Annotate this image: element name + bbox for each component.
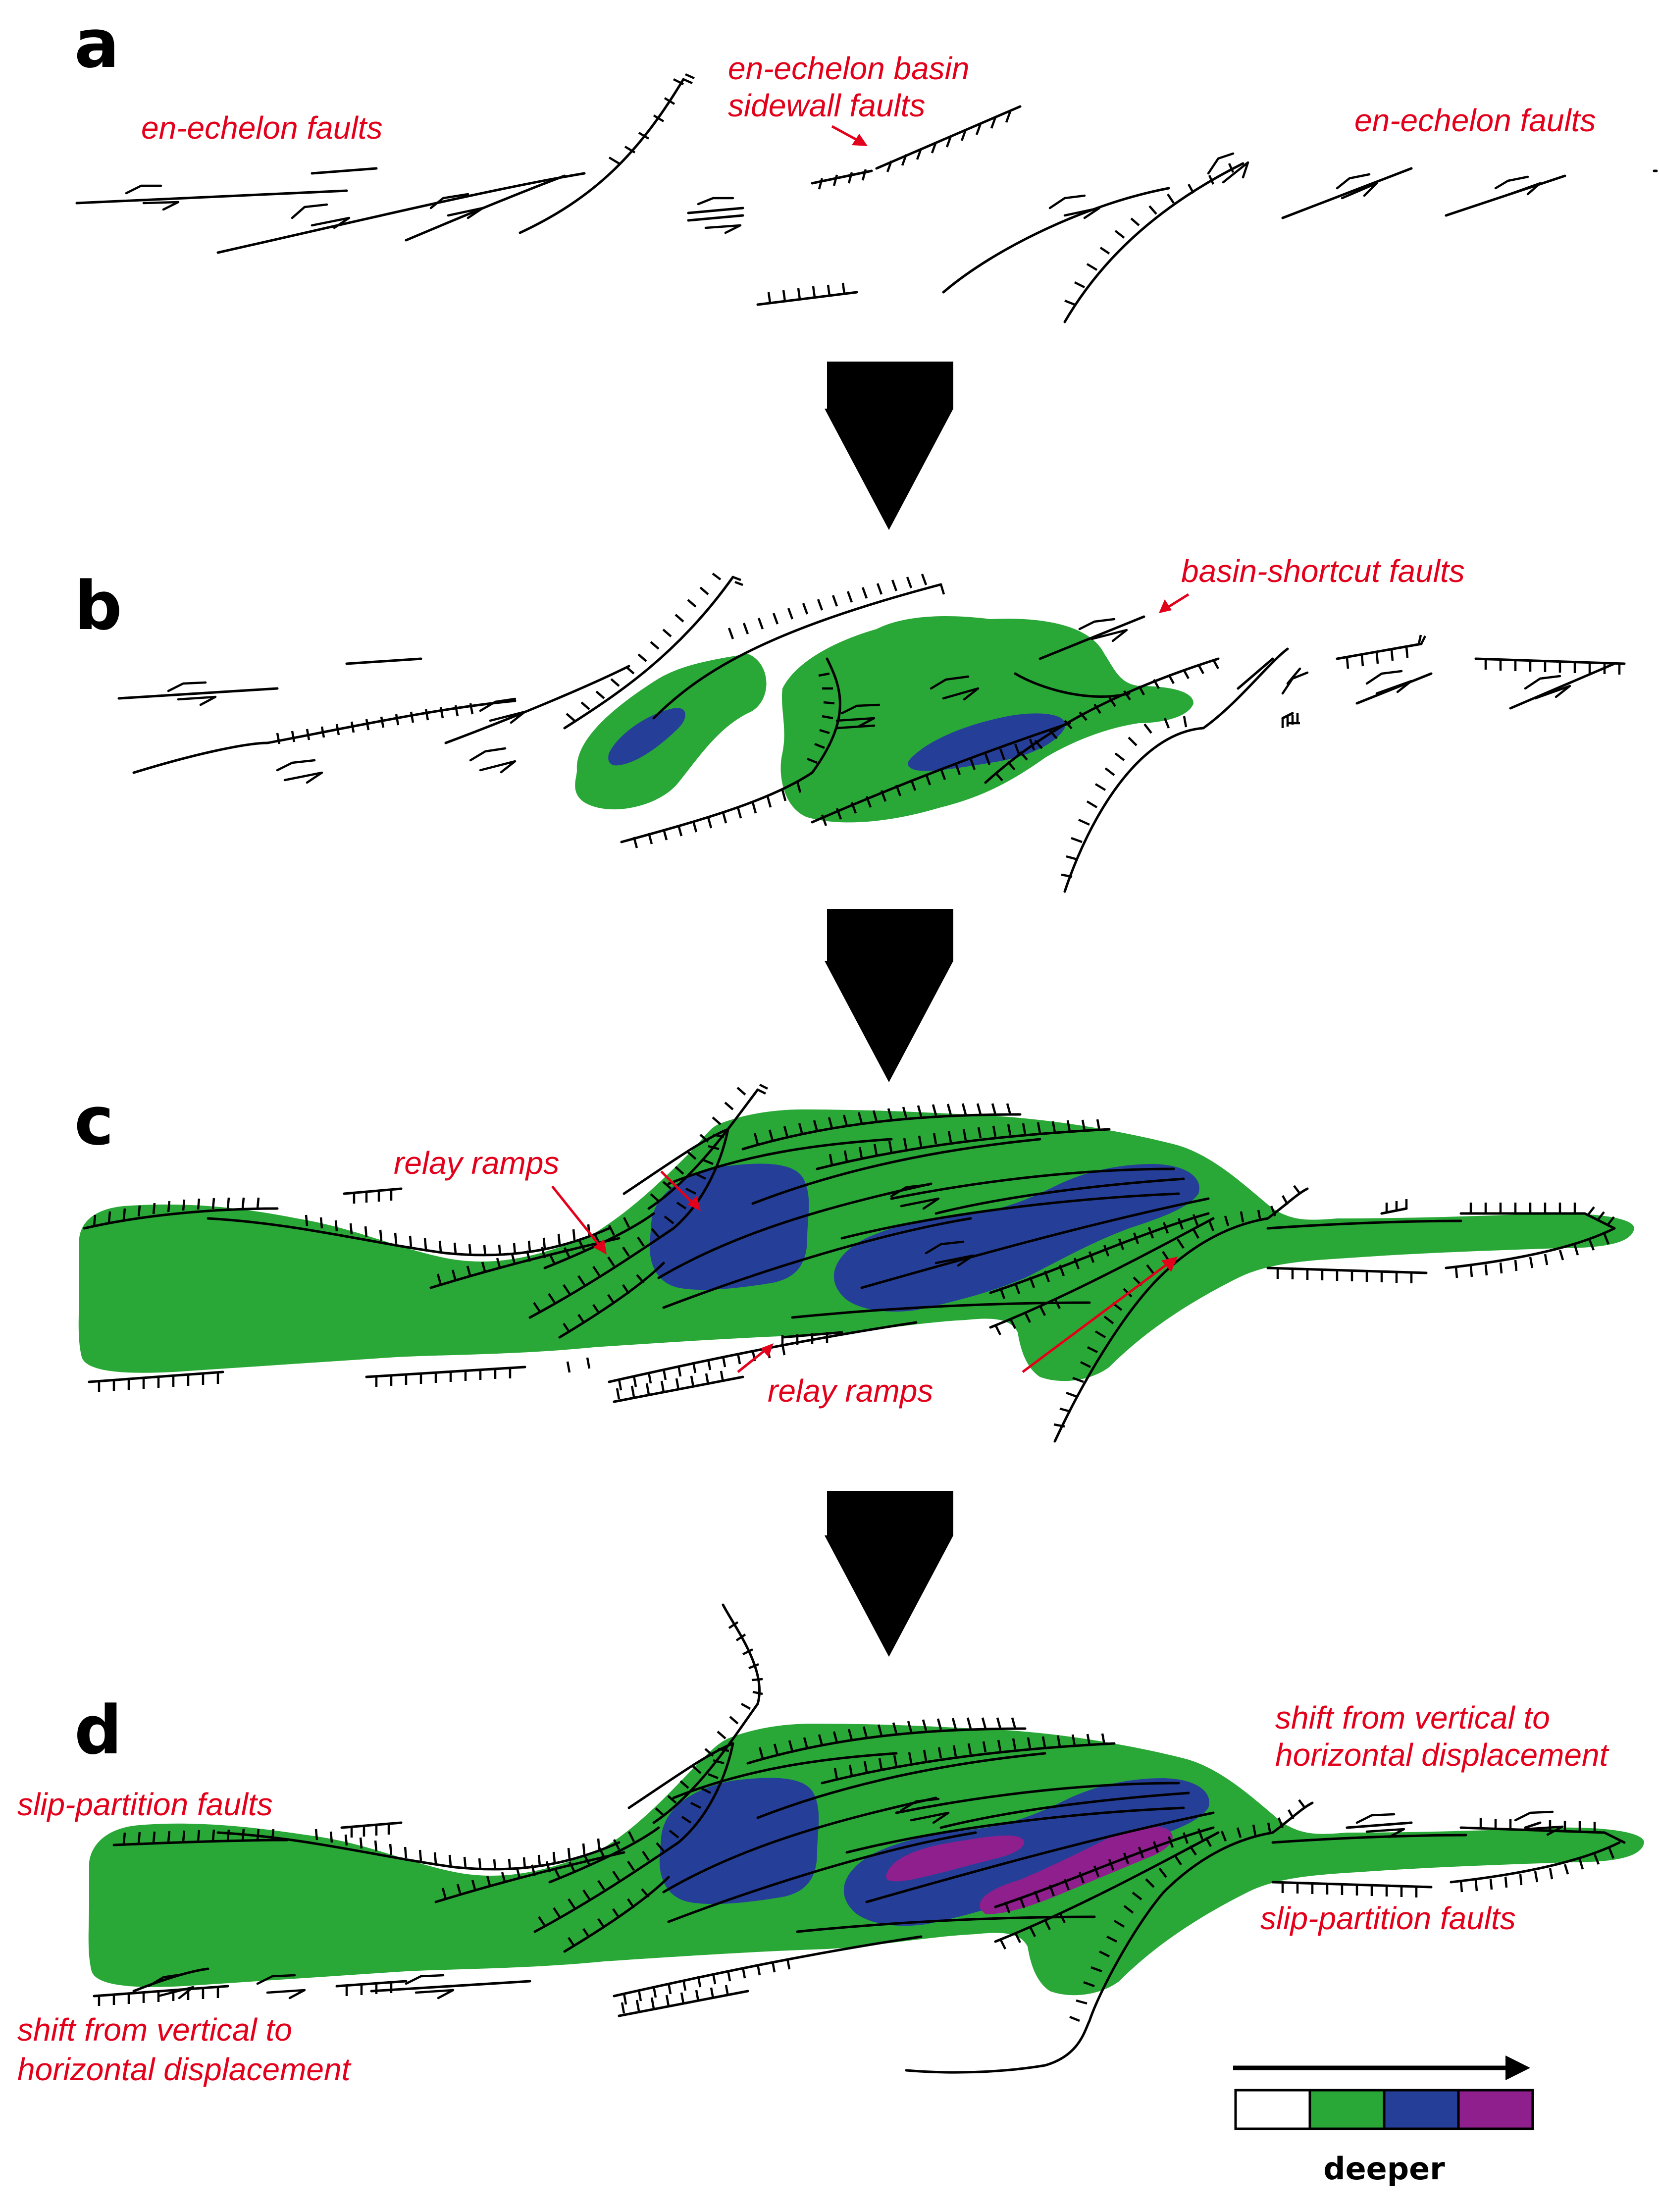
label-en-echelon-faults-right: en-echelon faults xyxy=(1354,103,1596,138)
legend-label-deeper: deeper xyxy=(1323,2151,1445,2187)
panel-b-basin xyxy=(575,616,1193,823)
panel-c-ticks xyxy=(93,1083,1615,1428)
panel-label-a: a xyxy=(74,5,119,83)
panel-b-ticks xyxy=(276,573,1621,878)
label-en-echelon-faults-left: en-echelon faults xyxy=(141,110,382,146)
annotation-pointers xyxy=(551,125,1190,1373)
legend-swatch-shallow xyxy=(1308,2089,1386,2130)
depth-arrow-head xyxy=(1505,2055,1530,2080)
label-shift-left-line1: shift from vertical to xyxy=(17,2012,292,2048)
label-en-echelon-basin-line2: sidewall faults xyxy=(728,88,925,123)
stage-arrow-b-to-c xyxy=(825,909,953,1082)
panel-c-faults xyxy=(83,1088,1616,1443)
panel-label-c: c xyxy=(74,1082,114,1160)
legend-swatch-none xyxy=(1234,2089,1311,2130)
panel-b-slip-arrows xyxy=(167,618,1571,784)
legend-swatch-deepest xyxy=(1457,2089,1534,2130)
panel-a-ticks xyxy=(608,73,1235,306)
label-basin-shortcut-faults: basin-shortcut faults xyxy=(1181,553,1465,589)
panel-b-faults xyxy=(117,576,1626,893)
stage-arrow-a-to-b xyxy=(825,362,953,530)
label-slip-partition-faults-left: slip-partition faults xyxy=(17,1787,273,1822)
label-shift-right-line1: shift from vertical to xyxy=(1275,1700,1550,1736)
panel-d-slip-arrows xyxy=(147,1797,1564,2000)
label-en-echelon-basin-line1: en-echelon basin xyxy=(728,51,969,86)
stage-arrow-c-to-d xyxy=(825,1491,953,1657)
label-relay-ramps-bottom: relay ramps xyxy=(768,1373,933,1409)
panel-a-slip-arrows xyxy=(125,152,1542,234)
panel-c-slip-arrows xyxy=(890,1183,975,1267)
panel-d-ticks xyxy=(98,1621,1615,2022)
panel-label-d: d xyxy=(74,1691,122,1769)
label-shift-left-line2: horizontal displacement xyxy=(17,2052,352,2087)
label-shift-right-line2: horizontal displacement xyxy=(1275,1737,1609,1773)
panel-label-b: b xyxy=(74,567,122,645)
depth-legend: deeper xyxy=(1233,2055,1534,2187)
panel-d-faults xyxy=(93,1603,1626,2074)
label-slip-partition-faults-right: slip-partition faults xyxy=(1260,1900,1516,1936)
label-relay-ramps-top: relay ramps xyxy=(394,1145,559,1181)
legend-swatch-deep xyxy=(1383,2089,1460,2130)
